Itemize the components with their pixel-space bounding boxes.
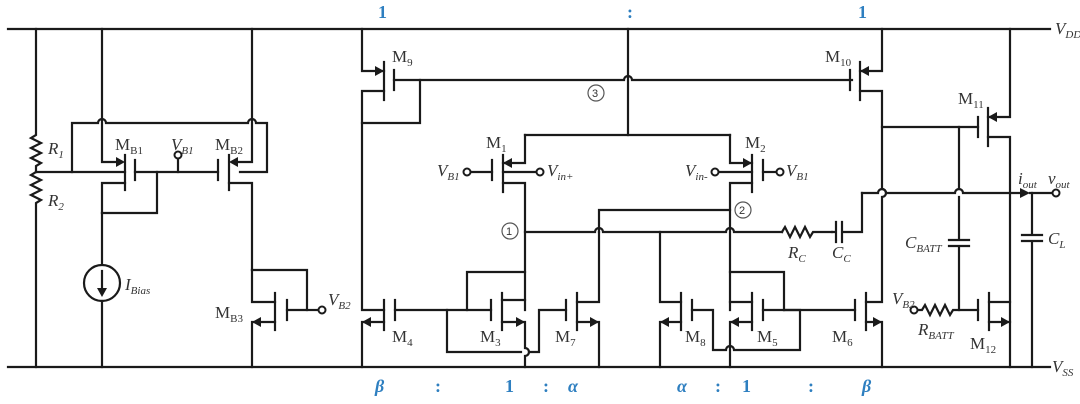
ratio-top-m9: 1 bbox=[378, 2, 387, 22]
m1-label: M1 bbox=[486, 133, 507, 155]
vb1-m1-label: VB1 bbox=[437, 161, 460, 183]
resistor-rbatt bbox=[916, 302, 980, 318]
transistor-m5 bbox=[728, 270, 786, 369]
ratio-m3: 1 bbox=[505, 376, 514, 396]
ratio-colon-2: : bbox=[543, 376, 549, 396]
mb3-label: MB3 bbox=[215, 303, 243, 325]
vb1-m1-terminal bbox=[462, 167, 472, 177]
iout-arrow-icon bbox=[1020, 188, 1030, 198]
transistor-mb1 bbox=[100, 27, 137, 215]
ratio-m8: α bbox=[677, 376, 688, 396]
ratio-colon-1: : bbox=[435, 376, 441, 396]
vb1-m2-terminal bbox=[775, 167, 785, 177]
transistor-m8 bbox=[658, 230, 694, 369]
m3-label: M3 bbox=[480, 327, 501, 349]
transistor-m6 bbox=[853, 291, 884, 369]
rbatt-label: RBATT bbox=[917, 320, 955, 342]
cc-label: CC bbox=[832, 243, 851, 265]
r2-label: R2 bbox=[47, 191, 64, 213]
ratio-colon-3: : bbox=[715, 376, 721, 396]
transistor-mb2 bbox=[216, 27, 254, 272]
transistor-m10 bbox=[848, 27, 888, 304]
capacitor-cbatt bbox=[947, 195, 971, 312]
transistor-m9 bbox=[360, 27, 396, 312]
r1-label: R1 bbox=[47, 139, 64, 161]
vin-plus-label: Vin+ bbox=[547, 161, 573, 183]
vb2-m12-terminal bbox=[909, 305, 919, 315]
cl-label: CL bbox=[1048, 229, 1065, 251]
vb2-bias-terminal bbox=[317, 305, 327, 315]
vin-minus-terminal[interactable] bbox=[710, 167, 720, 177]
m7-label: M7 bbox=[555, 327, 576, 349]
m8-label: M8 bbox=[685, 327, 706, 349]
node-2-label: 2 bbox=[739, 205, 745, 217]
transistor-m1 bbox=[490, 133, 538, 312]
vin-plus-terminal[interactable] bbox=[535, 167, 545, 177]
m10-label: M10 bbox=[825, 47, 852, 69]
resistor-rc bbox=[780, 224, 834, 240]
vdd-label: VDD bbox=[1055, 19, 1080, 41]
transistor-m7 bbox=[564, 230, 601, 369]
vb1-bias-terminal bbox=[173, 150, 183, 160]
ratio-m5: 1 bbox=[742, 376, 751, 396]
ratio-top-colon: : bbox=[627, 2, 633, 22]
m4-label: M4 bbox=[392, 327, 413, 349]
rc-label: RC bbox=[787, 243, 806, 265]
node-1-marker bbox=[501, 222, 519, 240]
ibias-label: IBias bbox=[124, 275, 150, 297]
mb2-label: MB2 bbox=[215, 135, 243, 157]
m2-label: M2 bbox=[745, 133, 766, 155]
m5-label: M5 bbox=[757, 327, 778, 349]
current-source-ibias bbox=[82, 211, 122, 369]
vb2-m12-label: VB2 bbox=[892, 289, 915, 311]
m9-label: M9 bbox=[392, 47, 413, 69]
vout-label: vout bbox=[1048, 169, 1071, 191]
transistor-m2 bbox=[717, 133, 765, 312]
ratio-m7: α bbox=[568, 376, 579, 396]
transistor-m11 bbox=[976, 27, 1012, 369]
node-3-label: 3 bbox=[592, 88, 598, 100]
resistor-r2 bbox=[28, 170, 44, 369]
transistor-m4 bbox=[360, 298, 397, 369]
ratio-m6: β bbox=[861, 376, 872, 396]
ratio-m4: β bbox=[374, 376, 385, 396]
node-1-label: 1 bbox=[506, 226, 512, 238]
cbatt-label: CBATT bbox=[905, 233, 942, 255]
ratio-colon-4: : bbox=[808, 376, 814, 396]
mb1-label: MB1 bbox=[115, 135, 143, 157]
node-2-marker bbox=[734, 201, 752, 219]
vout-terminal[interactable] bbox=[1051, 188, 1061, 198]
ratio-top-m10: 1 bbox=[858, 2, 867, 22]
transistor-mb3 bbox=[250, 268, 309, 369]
vss-label: VSS bbox=[1052, 357, 1074, 379]
vb1-m2-label: VB1 bbox=[786, 161, 809, 183]
vb2-bias-label: VB2 bbox=[328, 290, 351, 312]
capacitor-cc bbox=[830, 191, 864, 244]
m12-label: M12 bbox=[970, 334, 996, 356]
node-3-marker bbox=[587, 84, 605, 102]
vin-minus-label: Vin- bbox=[685, 161, 708, 183]
iout-label: iout bbox=[1018, 169, 1038, 191]
vb1-bias-label: VB1 bbox=[171, 135, 194, 157]
m11-label: M11 bbox=[958, 89, 984, 111]
resistor-r1 bbox=[28, 27, 44, 174]
capacitor-cl bbox=[1020, 191, 1044, 369]
transistor-m12 bbox=[976, 291, 1012, 332]
m6-label: M6 bbox=[832, 327, 853, 349]
